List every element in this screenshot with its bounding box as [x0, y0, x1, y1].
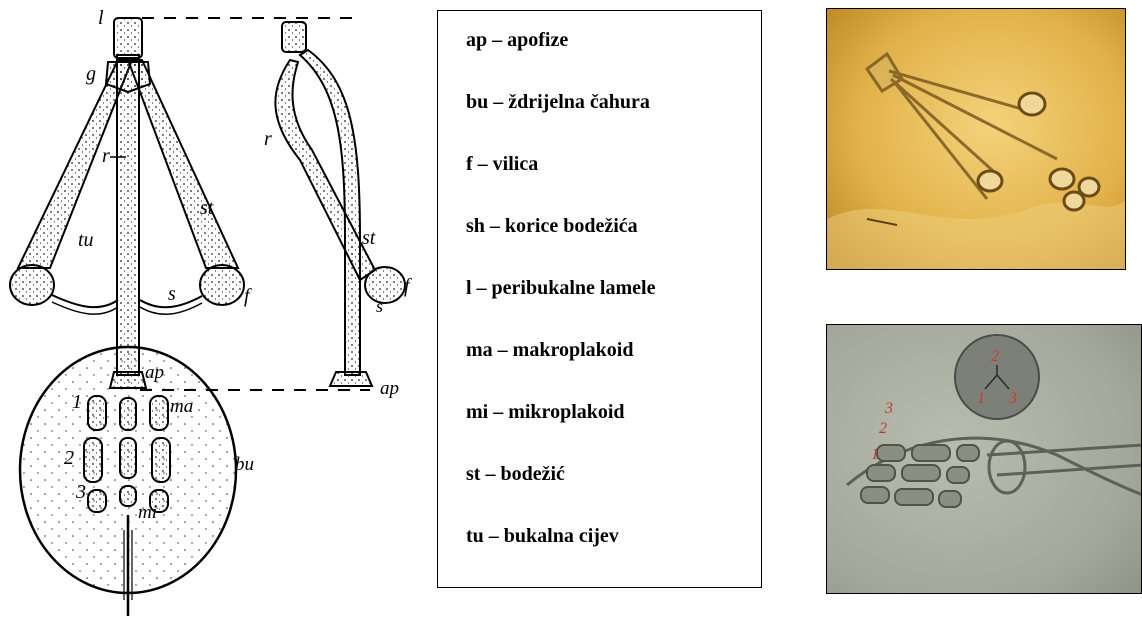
- peribuccal-lamellae: [114, 18, 142, 58]
- side-label-r: r: [264, 128, 272, 150]
- legend-item-mi: mi – mikroplakoid: [466, 401, 625, 424]
- label-1: 1: [72, 391, 82, 413]
- apparatus-drawing: l g r st tu s f ap ma bu mi 1 2 3 r st f…: [0, 0, 430, 616]
- apophyses: [110, 372, 146, 388]
- legend-item-bu: bu – ždrijelna čahura: [466, 91, 650, 114]
- legend-item-l: l – peribukalne lamele: [466, 277, 655, 300]
- side-label-st: st: [362, 227, 376, 249]
- label-r: r: [102, 145, 110, 167]
- apparatus-drawing-svg: l g r st tu s f ap ma bu mi 1 2 3 r st f…: [0, 0, 430, 616]
- legend-item-ap: ap – apofize: [466, 29, 568, 52]
- side-apophyses: [330, 372, 372, 386]
- furca-right: [200, 265, 244, 305]
- furca-left: [10, 265, 54, 305]
- legend-box: ap – apofize bu – ždrijelna čahura f – v…: [437, 10, 762, 588]
- label-f: f: [244, 285, 252, 307]
- stylet-right: [128, 60, 238, 268]
- stylet-left: [18, 60, 132, 268]
- label-ma: ma: [170, 396, 193, 417]
- label-l: l: [98, 7, 104, 29]
- buccal-tube: [117, 55, 139, 375]
- side-furca: [365, 267, 405, 303]
- legend-item-st: st – bodežić: [466, 463, 565, 486]
- label-mi: mi: [138, 502, 157, 523]
- side-stylet: [275, 60, 375, 280]
- micrograph-top-svg: [827, 9, 1126, 270]
- label-g: g: [86, 63, 96, 85]
- inset-label-1: 1: [977, 390, 985, 407]
- label-st: st: [200, 197, 214, 219]
- placoids: [84, 396, 170, 512]
- legend-item-f: f – vilica: [466, 153, 538, 176]
- label-bu: bu: [235, 454, 254, 475]
- legend-item-tu: tu – bukalna cijev: [466, 525, 619, 548]
- inset-label-2: 2: [991, 348, 999, 365]
- legend-item-ma: ma – makroplakoid: [466, 339, 633, 362]
- side-label-f: f: [404, 275, 412, 297]
- row-label-2: 2: [879, 420, 887, 437]
- side-label-s: s: [376, 296, 383, 316]
- label-s: s: [168, 283, 176, 305]
- micrograph-bottom: 2 1 3 3 2 1: [826, 324, 1142, 594]
- label-3: 3: [75, 481, 86, 503]
- label-ap: ap: [145, 362, 164, 383]
- micrograph-top: [826, 8, 1126, 270]
- row-label-3: 3: [884, 400, 893, 417]
- inset-label-3: 3: [1008, 390, 1017, 407]
- row-label-1: 1: [871, 446, 879, 463]
- side-lamellae: [282, 22, 306, 52]
- legend-item-sh: sh – korice bodežića: [466, 215, 638, 238]
- side-label-ap: ap: [380, 378, 399, 399]
- micrograph-bottom-svg: 2 1 3 3 2 1: [827, 325, 1142, 594]
- label-2: 2: [64, 447, 74, 469]
- label-tu: tu: [78, 229, 94, 251]
